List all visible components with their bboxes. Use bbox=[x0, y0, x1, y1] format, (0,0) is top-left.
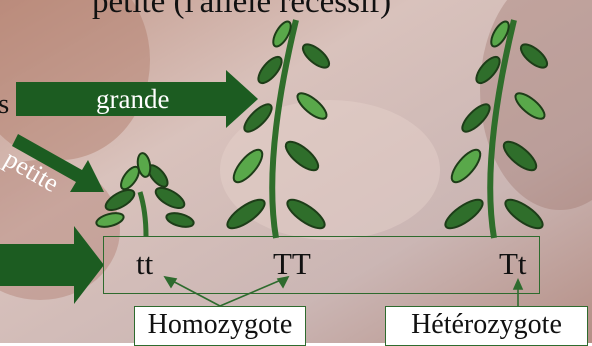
genotype-tt: tt bbox=[136, 246, 153, 282]
genotype-box bbox=[103, 236, 540, 294]
tall-plant-TT-icon bbox=[223, 19, 332, 238]
homozygote-label: Homozygote bbox=[134, 306, 306, 346]
genotype-TT: TT bbox=[273, 246, 311, 282]
tall-plant-Tt-icon bbox=[441, 19, 550, 238]
genotype-Tt: Tt bbox=[499, 246, 527, 282]
heterozygote-label: Hétérozygote bbox=[385, 306, 588, 346]
small-plant-icon bbox=[95, 152, 195, 236]
